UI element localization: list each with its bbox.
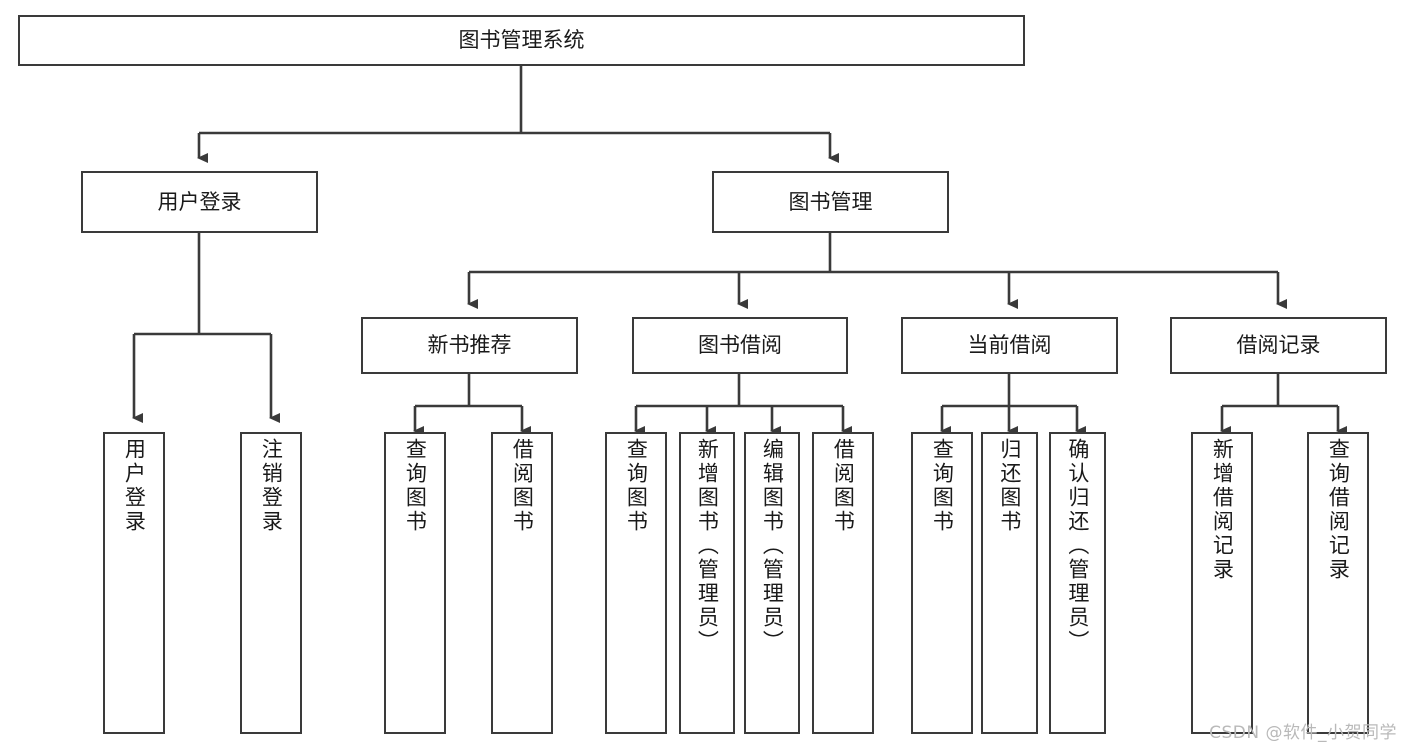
node-label: 借阅图书 [510,438,535,534]
leaf-logout-login[interactable]: 注销登录 [240,432,302,734]
node-current-borrow[interactable]: 当前借阅 [901,317,1118,374]
leaf-return-book[interactable]: 归还图书 [981,432,1038,734]
node-label: 查询图书 [930,438,955,534]
node-label: 用户登录 [122,438,147,534]
node-label: 注销登录 [259,438,284,534]
leaf-user-login[interactable]: 用户登录 [103,432,165,734]
node-book-management-system[interactable]: 图书管理系统 [18,15,1025,66]
node-book-borrow[interactable]: 图书借阅 [632,317,848,374]
node-label: 借阅图书 [831,438,856,534]
node-label: 确认归还（管理员） [1065,438,1090,654]
leaf-query-book-borrow[interactable]: 查询图书 [605,432,667,734]
node-label: 归还图书 [997,438,1022,534]
node-new-book-recommend[interactable]: 新书推荐 [361,317,578,374]
leaf-confirm-return-admin[interactable]: 确认归还（管理员） [1049,432,1106,734]
node-book-manage[interactable]: 图书管理 [712,171,949,233]
leaf-add-borrow-record[interactable]: 新增借阅记录 [1191,432,1253,734]
node-label: 查询图书 [403,438,428,534]
leaf-borrow-book-borrow[interactable]: 借阅图书 [812,432,874,734]
leaf-query-book-recommend[interactable]: 查询图书 [384,432,446,734]
leaf-query-borrow-record[interactable]: 查询借阅记录 [1307,432,1369,734]
node-label: 图书借阅 [698,333,782,358]
node-label: 新书推荐 [427,333,512,358]
leaf-borrow-book-recommend[interactable]: 借阅图书 [491,432,553,734]
node-label: 用户登录 [157,189,242,214]
node-label: 查询借阅记录 [1326,438,1351,582]
node-label: 查询图书 [624,438,649,534]
node-borrow-record[interactable]: 借阅记录 [1170,317,1387,374]
node-label: 新增图书（管理员） [695,438,720,654]
node-label: 借阅记录 [1236,333,1321,358]
node-label: 新增借阅记录 [1210,438,1235,582]
node-label: 当前借阅 [967,333,1052,358]
leaf-edit-book-admin[interactable]: 编辑图书（管理员） [744,432,800,734]
leaf-query-book-current[interactable]: 查询图书 [911,432,973,734]
node-label: 编辑图书（管理员） [760,438,785,654]
leaf-add-book-admin[interactable]: 新增图书（管理员） [679,432,735,734]
node-user-login[interactable]: 用户登录 [81,171,318,233]
node-label: 图书管理 [788,189,873,214]
node-label: 图书管理系统 [458,28,585,53]
